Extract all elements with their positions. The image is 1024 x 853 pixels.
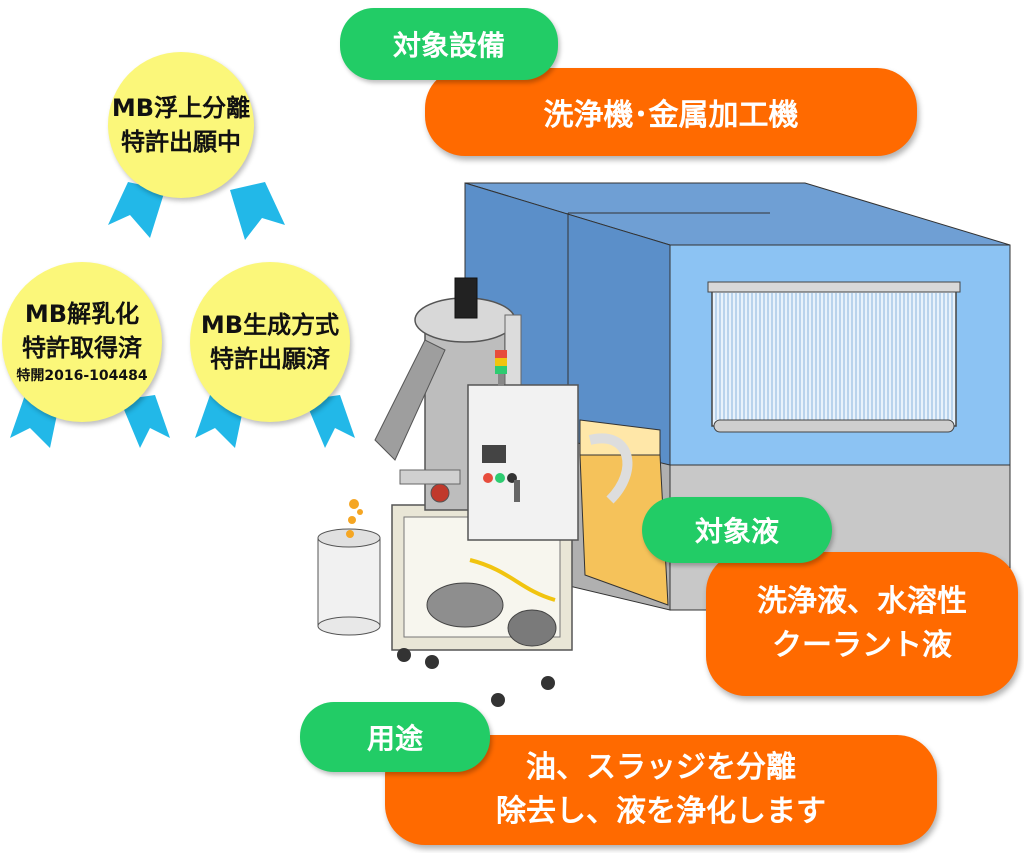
- separator-unit: [374, 277, 579, 707]
- waste-bucket: [317, 528, 381, 636]
- tank-window: [711, 285, 957, 427]
- target-liquid-label: 対象液: [642, 497, 832, 563]
- badge-line1: MB生成方式: [200, 311, 340, 339]
- usage-label: 用途: [300, 702, 490, 772]
- badge-line1: MB浮上分離: [111, 94, 251, 122]
- oil-drops: [346, 499, 363, 538]
- badge-note: 特開2016-104484: [16, 368, 148, 384]
- target-liquid-value: 洗浄液、水溶性 クーラント液: [706, 552, 1018, 696]
- badge-line2: 特許出願中: [121, 128, 241, 156]
- target-equipment-label: 対象設備: [340, 8, 558, 80]
- patent-badge-mb-demulsification: MB解乳化 特許取得済 特開2016-104484: [2, 262, 162, 422]
- badge-line2: 特許出願済: [210, 345, 330, 373]
- badge-line1: MB解乳化: [24, 300, 140, 328]
- badge-line2: 特許取得済: [22, 334, 142, 362]
- patent-badge-mb-generation: MB生成方式 特許出願済: [190, 262, 350, 422]
- target-equipment-value: 洗浄機･金属加工機: [425, 68, 917, 156]
- patent-badge-mb-flotation: MB浮上分離 特許出願中: [108, 52, 254, 198]
